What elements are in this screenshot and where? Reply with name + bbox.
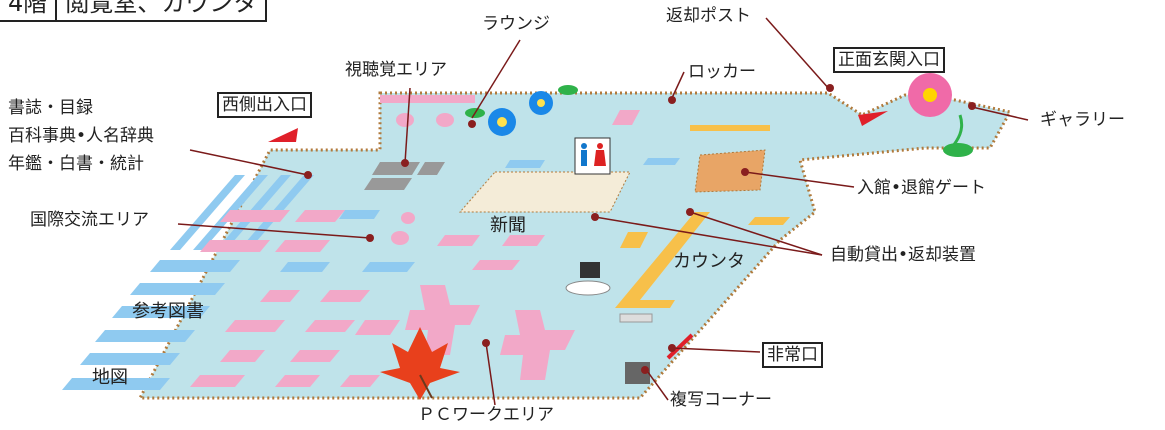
floor-number: 4階 — [8, 0, 48, 17]
floor-area-name: 閲覧室、カウンタ — [65, 0, 258, 17]
label-international: 国際交流エリア — [30, 210, 149, 230]
entry-gate — [694, 149, 766, 193]
leader-dots — [304, 84, 976, 374]
computer-icon — [580, 262, 600, 278]
page-title: 4階 閲覧室、カウンタ — [0, 0, 268, 22]
label-return-post: 返却ポスト — [666, 6, 751, 26]
label-newspaper: 新聞 — [490, 215, 526, 236]
label-yearbooks: 年鑑・白書・統計 — [8, 154, 144, 174]
round-tables — [391, 113, 454, 245]
emergency-exit-marker — [666, 333, 694, 360]
label-catalogs: 書誌・目録 — [8, 98, 93, 118]
leader-lines — [177, 17, 1029, 406]
title-divider — [55, 0, 58, 20]
label-lounge: ラウンジ — [482, 14, 550, 34]
label-main-entrance: 正面玄関入口 — [833, 47, 945, 73]
restroom-icon — [574, 137, 611, 175]
label-reference: 参考図書 — [132, 301, 204, 322]
label-locker: ロッカー — [688, 62, 756, 82]
maple-leaf-icon — [380, 327, 460, 400]
label-gallery: ギャラリー — [1040, 110, 1125, 130]
flower-icon — [465, 85, 578, 136]
label-pc-work-area: ＰＣワークエリア — [418, 405, 554, 425]
floor-area — [137, 91, 1013, 400]
gallery-flower-icon — [908, 73, 973, 157]
label-counter: カウンタ — [673, 251, 745, 272]
study-tables — [190, 95, 640, 387]
west-exit-arrow — [268, 128, 298, 142]
counter-desk — [615, 125, 790, 308]
label-av-area: 視聴覚エリア — [345, 60, 447, 80]
reference-shelves — [62, 158, 680, 390]
label-maps: 地図 — [92, 367, 128, 388]
label-west-entrance: 西側出入口 — [217, 92, 312, 118]
label-copy-corner: 複写コーナー — [670, 390, 772, 410]
label-gate: 入館•退館ゲート — [857, 178, 987, 198]
label-emergency-exit: 非常口 — [762, 342, 823, 368]
label-self-checkout: 自動貸出•返却装置 — [830, 245, 977, 265]
label-encyclopedias: 百科事典•人名辞典 — [8, 126, 155, 146]
entrance-arrow — [858, 111, 888, 126]
